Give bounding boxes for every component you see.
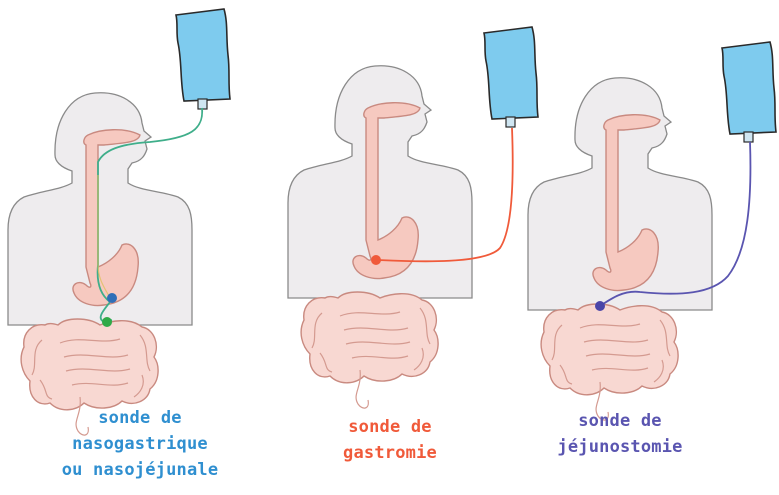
feeding-bag-icon: [176, 9, 230, 109]
caption-line: ou nasojéjunale: [40, 457, 240, 483]
panel-nasogastric: [8, 9, 230, 435]
caption-line: sonde de: [40, 405, 240, 431]
feeding-bag-icon: [722, 42, 776, 142]
tube-tip-jejunal: [102, 317, 112, 327]
caption-line: gastromie: [290, 440, 490, 466]
tube-tip-stomach: [371, 255, 381, 265]
tube-tip-jejunum: [595, 301, 605, 311]
caption-line: sonde de: [520, 408, 720, 434]
feeding-bag-icon: [484, 27, 538, 127]
caption-line: jéjunostomie: [520, 434, 720, 460]
intestines: [301, 292, 438, 408]
caption-nasogastric: sonde de nasogastrique ou nasojéjunale: [40, 405, 240, 483]
intestines: [541, 304, 678, 420]
panel-gastrostomy: [288, 27, 538, 408]
panel-jejunostomy: [528, 42, 776, 420]
caption-line: sonde de: [290, 414, 490, 440]
tube-tip-gastric: [107, 293, 117, 303]
caption-jejunostomy: sonde de jéjunostomie: [520, 408, 720, 460]
caption-line: nasogastrique: [40, 431, 240, 457]
caption-gastrostomy: sonde de gastromie: [290, 414, 490, 466]
